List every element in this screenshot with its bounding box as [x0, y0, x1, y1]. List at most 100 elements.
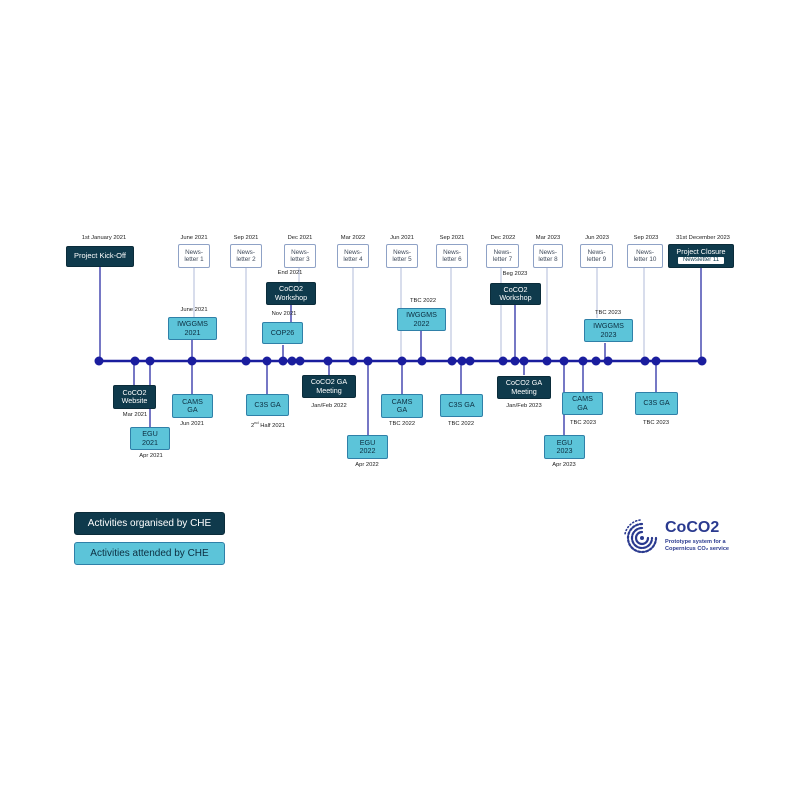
newsletter-box: News-letter 7 [486, 244, 519, 268]
newsletter-label: letter 1 [184, 256, 204, 263]
closure-box: Project Closure Newsletter 11 [668, 244, 734, 268]
newsletter-label: News- [185, 248, 203, 256]
event-label: CoCO2 [279, 284, 303, 294]
newsletter-date: Mar 2022 [340, 235, 366, 241]
newsletter-box: News-letter 6 [436, 244, 468, 268]
event-label: C3S GA [254, 399, 281, 409]
iwggms-2023-date: TBC 2023 [594, 310, 622, 316]
newsletter-date: Sep 2021 [233, 235, 259, 241]
event-label: COP26 [270, 327, 295, 337]
cop26-date: Nov 2021 [271, 311, 297, 317]
newsletter-label: News- [237, 248, 255, 256]
newsletter-label: letter 5 [392, 256, 412, 263]
timeline-dots [94, 356, 707, 366]
newsletter-date: Jun 2023 [585, 235, 609, 241]
newsletter-label: News- [344, 248, 362, 256]
event-label: 2022 [359, 446, 376, 455]
event-label: 2021 [142, 437, 158, 447]
c3s-2023-box: C3S GA [635, 392, 678, 415]
date-part: Half 2021 [258, 422, 286, 429]
event-label: Website [121, 396, 148, 405]
event-label: 2023 [600, 329, 617, 339]
event-label: Meeting [511, 386, 537, 396]
closure-newsletter: Newsletter 11 [677, 257, 725, 265]
newsletter-label: News- [539, 248, 557, 256]
event-label: CoCO2 [122, 387, 147, 397]
newsletter-label: letter 2 [236, 256, 256, 263]
workshop-2023-date: Beg 2023 [502, 271, 528, 277]
newsletter-label: News- [636, 248, 654, 256]
closure-date: 31st December 2023 [676, 235, 730, 241]
cams-2022-date: TBC 2022 [388, 421, 416, 427]
newsletter-box: News-letter 8 [533, 244, 563, 268]
event-label: CAMS [572, 394, 593, 404]
event-label: Meeting [316, 385, 342, 395]
event-label: CAMS [182, 396, 203, 406]
event-label: EGU [359, 437, 376, 447]
kickoff-box: Project Kick-Off [66, 246, 134, 267]
newsletter-label: News- [493, 248, 512, 256]
legend-attended-label: Activities attended by CHE [90, 548, 209, 559]
iwggms-2021-date: June 2021 [180, 307, 208, 313]
event-label: GA [577, 402, 588, 412]
event-label: EGU [556, 437, 573, 447]
logo-subtitle-line: Prototype system for a [665, 539, 726, 545]
website-date: Mar 2021 [122, 412, 148, 418]
newsletter-label: letter 4 [343, 256, 363, 263]
c3s-2021-date: 2nd Half 2021 [251, 420, 285, 429]
date-part: nd [254, 420, 259, 425]
newsletter-box: News-letter 5 [386, 244, 418, 268]
newsletter-label: letter 8 [538, 256, 558, 263]
newsletter-label: News- [443, 248, 461, 256]
newsletter-date: Jun 2021 [390, 235, 414, 241]
event-label: Workshop [499, 293, 532, 302]
event-label: IWGGMS [406, 310, 437, 320]
legend-organised: Activities organised by CHE [74, 512, 225, 535]
newsletter-date: Dec 2022 [490, 235, 516, 241]
event-label: EGU [142, 429, 158, 439]
newsletter-label: letter 3 [290, 256, 310, 263]
iwggms-2022-date: TBC 2022 [409, 298, 437, 304]
egu-2023-date: Apr 2023 [552, 462, 576, 468]
event-label: Workshop [274, 292, 308, 302]
cams-2023-date: TBC 2023 [569, 420, 597, 426]
newsletter-date: June 2021 [180, 235, 208, 241]
event-label: CoCO2 GA [505, 378, 543, 388]
kickoff-label: Project Kick-Off [74, 251, 126, 261]
newsletter-box: News-letter 2 [230, 244, 262, 268]
kickoff-date: 1st January 2021 [81, 235, 127, 241]
egu-2022-date: Apr 2022 [355, 462, 379, 468]
ga-2023-date: Jan/Feb 2023 [506, 403, 542, 409]
event-label: IWGGMS [593, 321, 624, 331]
event-label: CoCO2 GA [310, 377, 348, 387]
logo-subtitle-line: Copernicus CO₂ service [665, 545, 730, 552]
newsletter-box: News-letter 3 [284, 244, 316, 268]
event-label: GA [187, 405, 198, 414]
egu-2021-date: Apr 2021 [139, 453, 163, 459]
ga-2022-date: Jan/Feb 2022 [311, 403, 347, 409]
date-part: 2 [250, 422, 255, 429]
c3s-2021-box: C3S GA [246, 394, 289, 416]
event-label: 2022 [413, 318, 430, 328]
event-label: C3S GA [448, 400, 475, 410]
c3s-2022-date: TBC 2022 [447, 421, 475, 427]
logo-title: CoCO2 [665, 519, 720, 536]
newsletter-label: News- [587, 248, 606, 256]
c3s-2022-box: C3S GA [440, 394, 483, 417]
newsletter-date: Sep 2021 [439, 235, 465, 241]
newsletter-box: News-letter 1 [178, 244, 210, 268]
event-label: IWGGMS [177, 319, 208, 329]
newsletter-date: Dec 2021 [287, 235, 313, 241]
